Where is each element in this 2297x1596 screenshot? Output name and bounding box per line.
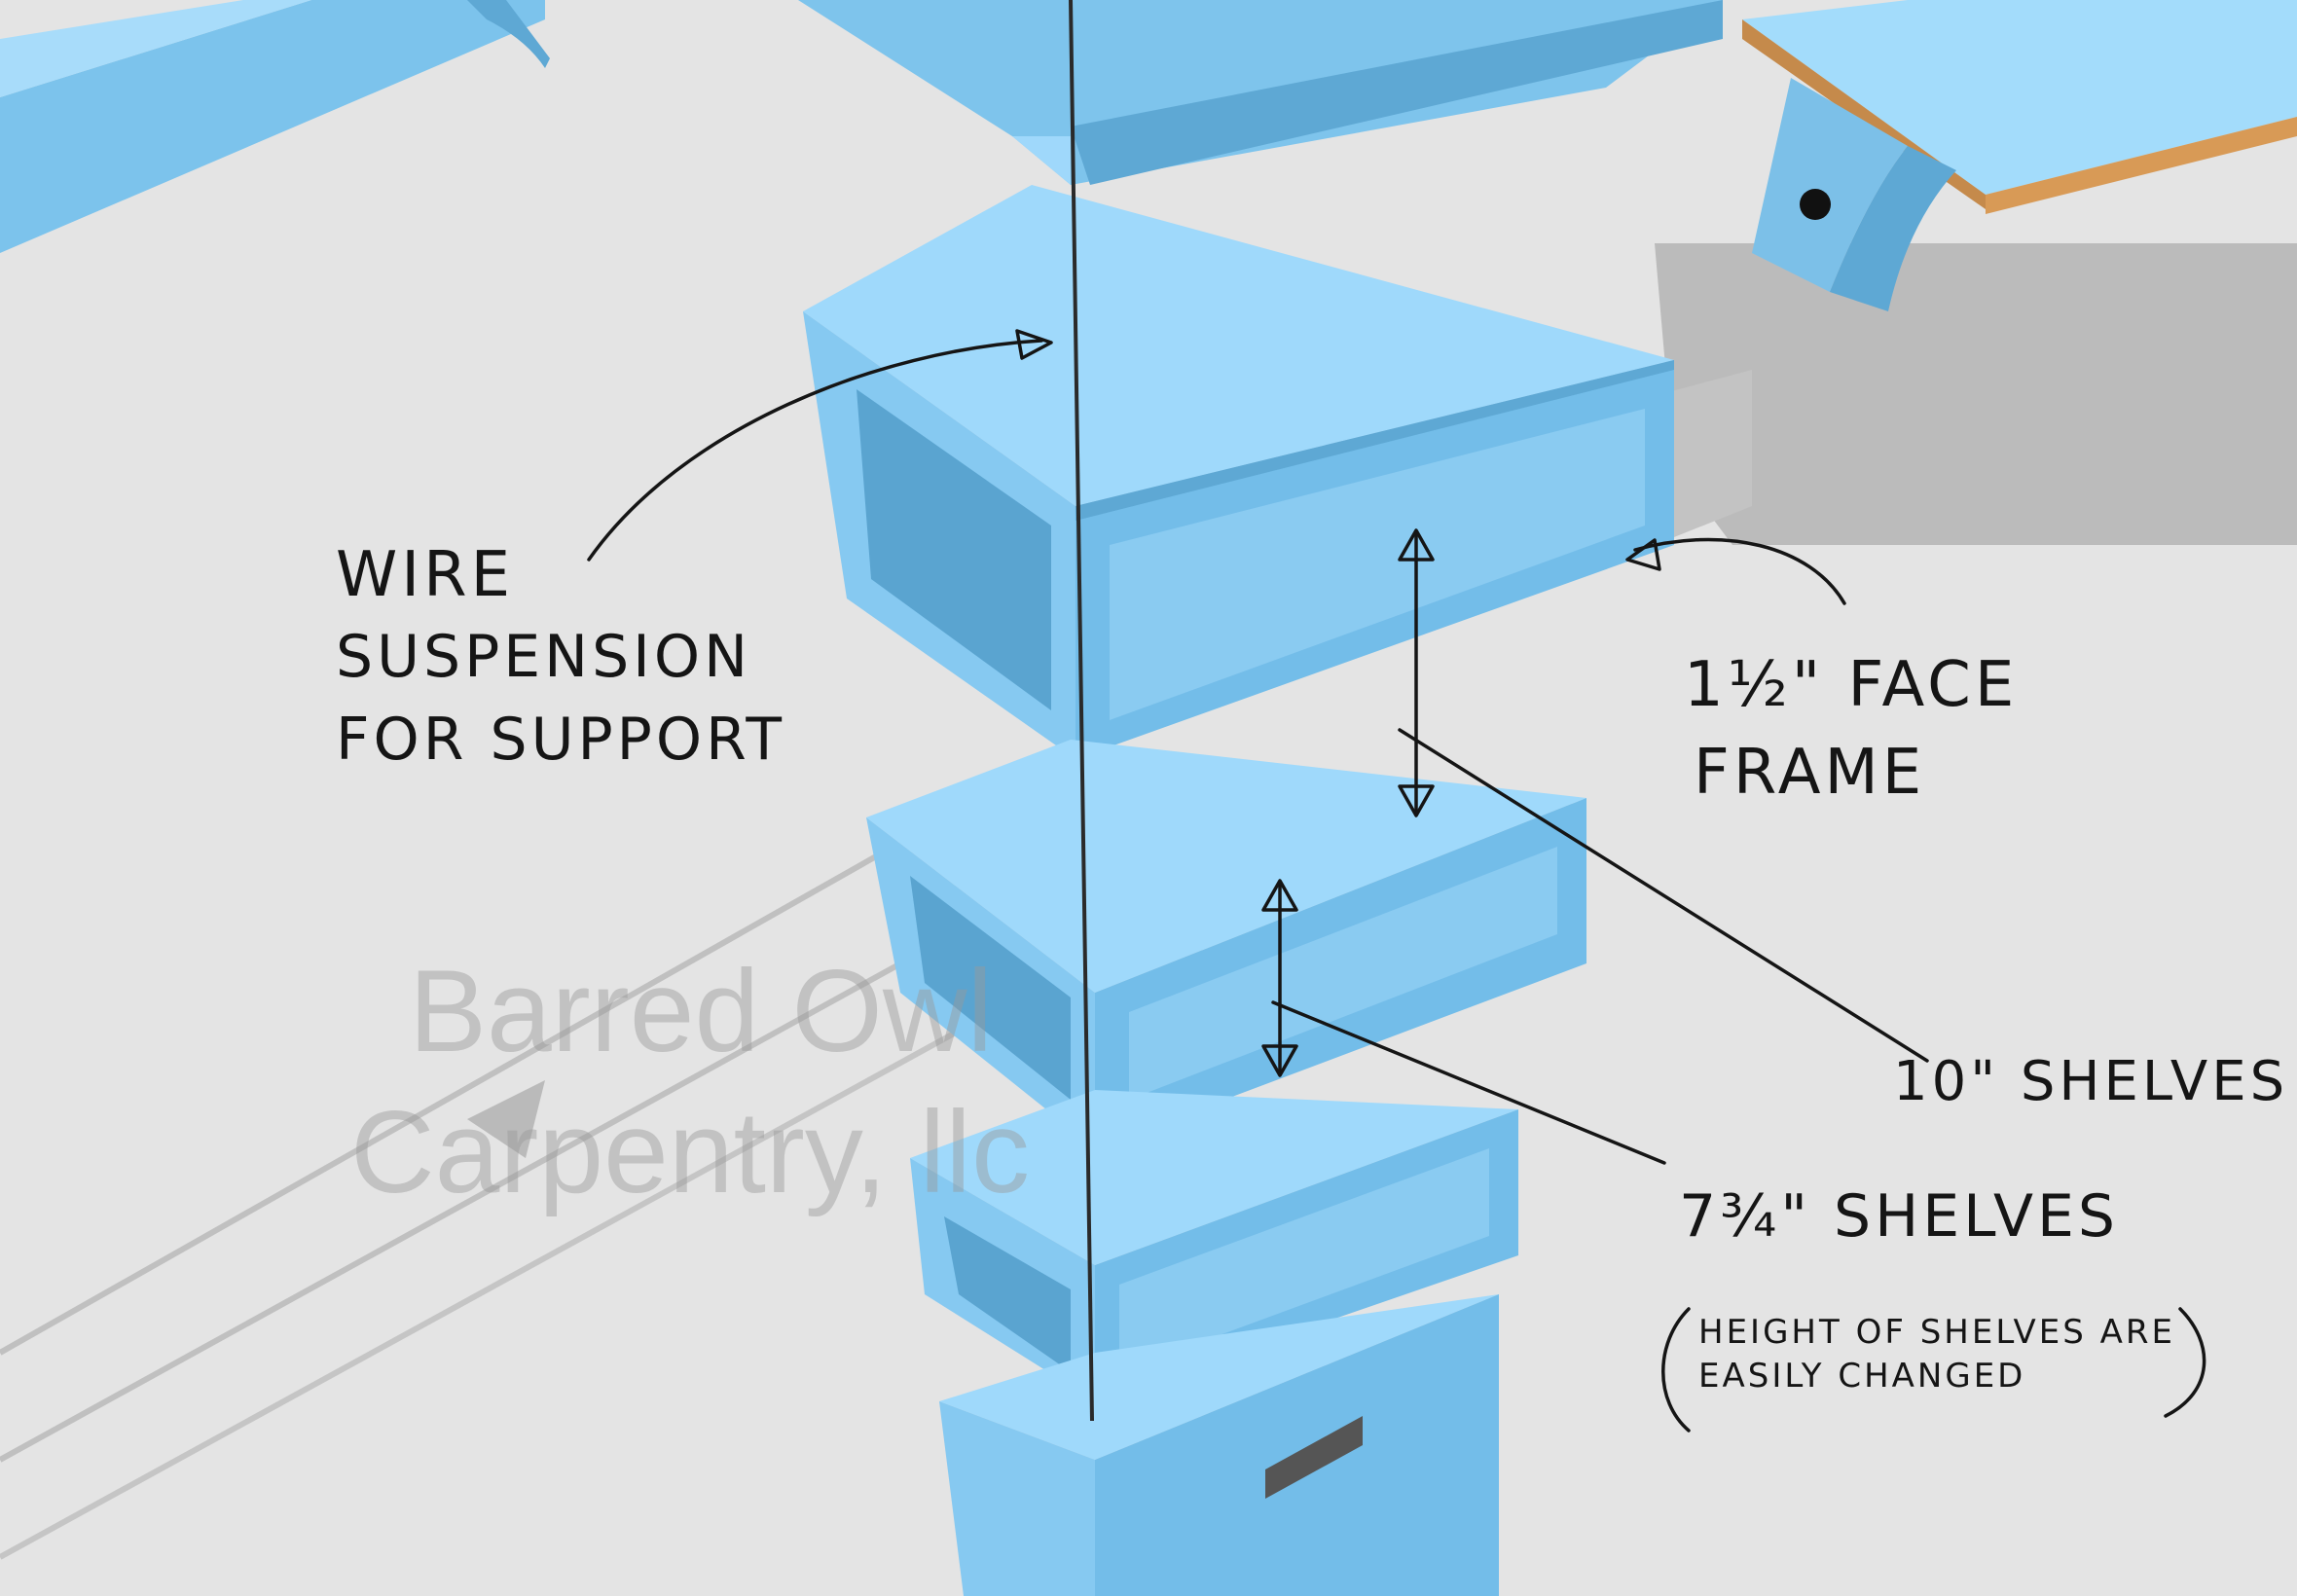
watermark-line-2: Carpentry, llc [350,1087,1030,1217]
watermark: Barred Owl Carpentry, llc [350,946,1030,1217]
label-10-shelves: 10" SHELVES [1893,1050,2288,1113]
annotation-note: HEIGHT OF SHELVES ARE EASILY CHANGED [1661,1307,2206,1433]
shelf-box-1 [803,185,1674,759]
shelf-box-3 [910,1090,1518,1401]
shelf-box-4 [939,1294,1499,1596]
left-rail [0,0,550,253]
label-7-shelves: 7¾" SHELVES [1679,1182,2119,1251]
drawer-handle [1265,1416,1363,1499]
watermark-line-1: Barred Owl [409,946,993,1076]
annotation-wire: WIRE SUSPENSION FOR SUPPORT [336,329,1053,774]
annotation-face-frame: 1½" FACE FRAME [1625,537,2018,809]
shelf-stack [798,0,1723,1596]
shelf-box-2 [866,740,1586,1148]
label-wire: WIRE [336,539,514,611]
label-suspension: SUSPENSION [336,623,751,691]
label-face-frame-2: FRAME [1694,737,1925,809]
shelf-box-top [798,0,1723,185]
right-overhead-shelf [1742,0,2297,311]
support-wire [1069,0,1094,1422]
label-face-frame-1: 1½" FACE [1684,649,2018,721]
annotation-7-inch: 7¾" SHELVES [1261,879,2119,1251]
label-for-support: FOR SUPPORT [336,706,785,774]
annotation-10-inch: 10" SHELVES [1398,528,2288,1113]
note-line-2: EASILY CHANGED [1698,1357,2025,1396]
note-line-1: HEIGHT OF SHELVES ARE [1698,1313,2175,1352]
bolt-icon [1800,189,1831,220]
